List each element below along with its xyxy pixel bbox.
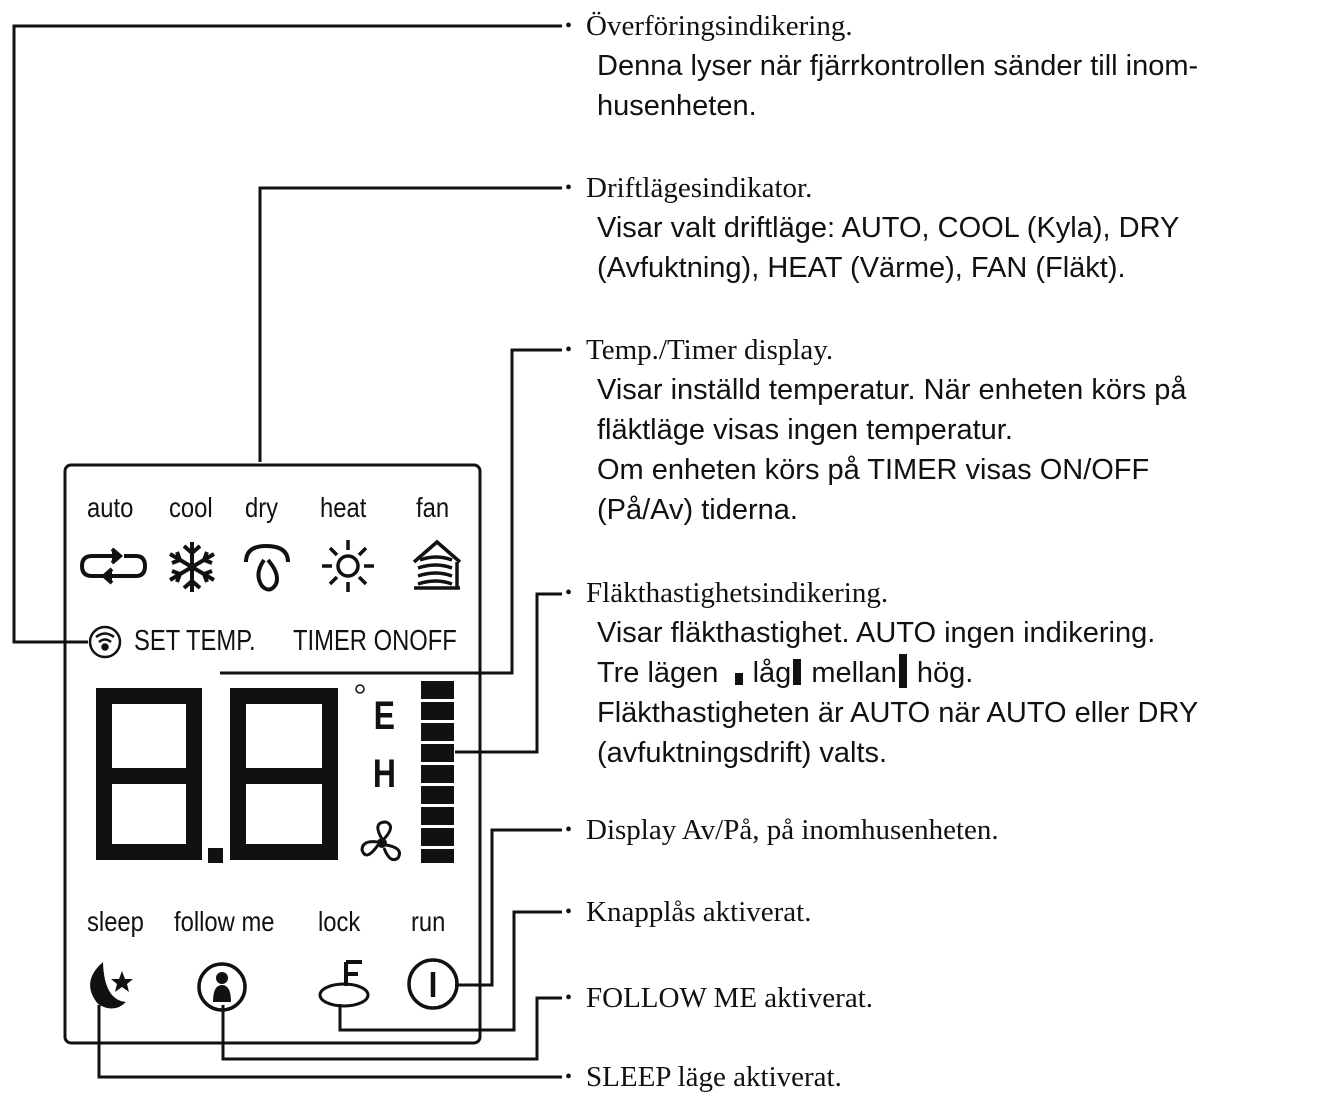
fan-speed-levels-line: Tre lägen låg mellan hög. bbox=[597, 653, 1198, 693]
mode-label-fan: fan bbox=[416, 492, 450, 523]
lock-icon bbox=[318, 960, 370, 1008]
degree-icon bbox=[355, 684, 365, 694]
speed-mid-bar-icon bbox=[793, 659, 802, 685]
callout-title: Fläkthastighetsindikering. bbox=[586, 577, 889, 609]
speed-low-bar-icon bbox=[734, 673, 743, 685]
leader-line-follow-me bbox=[221, 996, 562, 1061]
speed-prefix: Tre lägen bbox=[597, 657, 719, 689]
speed-high-bar-icon bbox=[898, 654, 907, 688]
callout-desc-line: Fläkthastigheten är AUTO när AUTO eller … bbox=[597, 697, 1199, 729]
person-icon bbox=[197, 962, 247, 1012]
callout-title: Temp./Timer display. bbox=[586, 334, 834, 366]
temp-digit-2 bbox=[230, 688, 338, 860]
callout-desc-line: Denna lyser när fjärrkontrollen sänder t… bbox=[597, 50, 1199, 82]
bottom-label-sleep: sleep bbox=[87, 906, 144, 937]
leader-line-temp bbox=[220, 348, 562, 675]
callout-fan-speed: •Fläkthastighetsindikering. Visar fläkth… bbox=[565, 576, 1198, 773]
callout-temp-timer: •Temp./Timer display. Visar inställd tem… bbox=[565, 333, 1186, 530]
bottom-label-run: run bbox=[411, 906, 446, 937]
leader-line-lock bbox=[338, 910, 562, 1032]
signal-icon bbox=[88, 625, 122, 659]
mode-label-cool: cool bbox=[169, 492, 213, 523]
callout-lock: •Knapplås aktiverat. bbox=[565, 896, 812, 928]
callout-desc-line: (avfuktningsdrift) valts. bbox=[597, 737, 888, 769]
callout-desc-line: Visar valt driftläge: AUTO, COOL (Kyla),… bbox=[597, 212, 1180, 244]
leader-line-transmission bbox=[12, 24, 562, 644]
speed-high-label: hög. bbox=[916, 657, 974, 689]
lcd-frame bbox=[63, 463, 482, 1045]
callout-display: •Display Av/På, på inomhusenheten. bbox=[565, 814, 999, 846]
mode-label-auto: auto bbox=[87, 492, 134, 523]
callout-desc-line: husenheten. bbox=[597, 90, 757, 122]
leader-line-display bbox=[455, 828, 562, 987]
power-icon bbox=[407, 958, 459, 1010]
leader-line-mode bbox=[258, 186, 562, 462]
timer-label: TIMER ONOFF bbox=[293, 625, 457, 657]
fan-speed-bars bbox=[421, 681, 454, 863]
callout-title: FOLLOW ME aktiverat. bbox=[586, 982, 873, 1014]
callout-desc-line: Visar inställd temperatur. När enheten k… bbox=[597, 374, 1187, 406]
callout-title: Driftlägesindikator. bbox=[586, 172, 813, 204]
callout-title: Display Av/På, på inomhusenheten. bbox=[586, 814, 999, 846]
fan-speed-letter-h: H bbox=[372, 752, 397, 796]
bottom-label-lock: lock bbox=[318, 906, 361, 937]
bottom-label-follow-me: follow me bbox=[174, 906, 275, 937]
callout-sleep: •SLEEP läge aktiverat. bbox=[565, 1061, 842, 1093]
callout-mode: •Driftlägesindikator. Visar valt driftlä… bbox=[565, 171, 1179, 288]
callout-desc-line: (På/Av) tiderna. bbox=[597, 494, 798, 526]
decimal-point bbox=[208, 848, 223, 863]
auto-cycle-icon bbox=[79, 547, 148, 585]
mode-label-heat: heat bbox=[320, 492, 367, 523]
callout-desc-line: fläktläge visas ingen temperatur. bbox=[597, 414, 1013, 446]
temp-digit-1 bbox=[96, 688, 202, 860]
callout-desc-line: Visar fläkthastighet. AUTO ingen indiker… bbox=[597, 617, 1156, 649]
callout-desc-line: Om enheten körs på TIMER visas ON/OFF bbox=[597, 454, 1150, 486]
moon-star-icon bbox=[90, 962, 133, 1009]
speed-mid-label: mellan bbox=[811, 657, 897, 689]
sun-icon bbox=[322, 540, 374, 592]
callout-title: Överföringsindikering. bbox=[586, 10, 853, 42]
leader-line-fan-speed bbox=[455, 592, 562, 754]
callout-title: Knapplås aktiverat. bbox=[586, 896, 812, 928]
droplet-icon bbox=[244, 543, 290, 592]
speed-low-label: låg bbox=[752, 657, 792, 689]
fan-speed-letter-e: E bbox=[373, 694, 396, 738]
fan-house-icon bbox=[412, 539, 462, 590]
callout-transmission: •Överföringsindikering. Denna lyser när … bbox=[565, 9, 1198, 126]
mode-label-dry: dry bbox=[245, 492, 279, 523]
fan-icon bbox=[360, 820, 401, 862]
callout-title: SLEEP läge aktiverat. bbox=[586, 1061, 842, 1093]
snowflake-icon bbox=[168, 542, 216, 592]
leader-line-sleep bbox=[97, 1005, 562, 1079]
callout-follow-me: •FOLLOW ME aktiverat. bbox=[565, 982, 873, 1014]
callout-desc-line: (Avfuktning), HEAT (Värme), FAN (Fläkt). bbox=[597, 252, 1126, 284]
set-temp-label: SET TEMP. bbox=[134, 625, 256, 657]
